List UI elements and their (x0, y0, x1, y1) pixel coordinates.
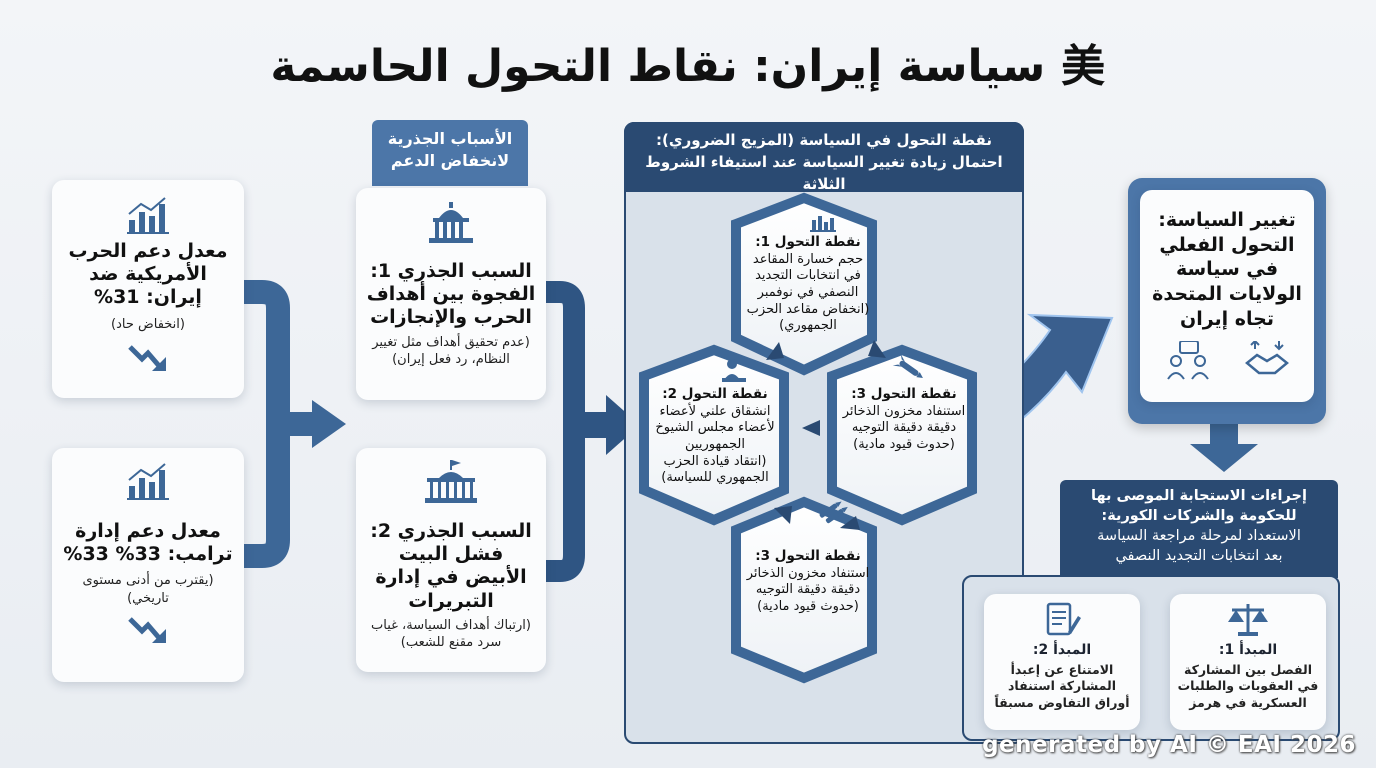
response-header-line2: للحكومة والشركات الكورية: (1101, 508, 1297, 524)
handshake-icon (1244, 341, 1289, 375)
scales-icon (1228, 604, 1268, 636)
middle-bracket (545, 281, 585, 582)
turning-header-line1: نقطة التحول في السياسة (المزيج الضروري): (656, 131, 992, 149)
arrow-to-response (1190, 444, 1258, 472)
cause-1-title: السبب الجذري 1: الفجوة بين أهداف الحرب و… (366, 260, 536, 329)
hex-top-note: (انخفاض مقاعد الحزب الجمهوري) (746, 301, 870, 334)
support-admin-title: معدل دعم إدارة ترامب: 33% 33% (63, 520, 233, 566)
hex-top-title: نقطة التحول 1: (755, 234, 861, 250)
support-war-note: (انخفاض حاد) (111, 316, 185, 332)
causes-header: الأسباب الجذرية لانخفاض الدعم (372, 120, 528, 186)
hex-right-title: نقطة التحول 3: (851, 386, 957, 402)
hexagon-cluster (639, 192, 977, 684)
hex-left-note: (انتقاد قيادة الحزب الجمهوري للسياسة) (661, 453, 769, 486)
bar-chart-icon (127, 197, 169, 234)
white-house-icon (425, 460, 477, 503)
link-arrow (774, 506, 792, 524)
page-title: 美 سياسة إيران: نقاط التحول الحاسمة (270, 41, 1106, 92)
hex-top-text: نقطة التحول 1: حجم خسارة المقاعد في انتخ… (744, 234, 872, 335)
people-discussion-icon (1166, 341, 1209, 381)
missile-icon (892, 353, 923, 379)
policy-change-card: تغيير السياسة: التحول الفعلي في سياسة ال… (1140, 190, 1314, 402)
principle-1-title: المبدأ 1: (1218, 642, 1278, 658)
hex-bottom-body: استنفاد مخزون الذخائر دقيقة دقيقة التوجي… (746, 565, 870, 598)
watermark: generated by AI © EAI 2026 (982, 732, 1356, 758)
trend-down-icon (128, 345, 166, 372)
bar-chart-icon (127, 463, 169, 500)
support-card-war: معدل دعم الحرب الأمريكية ضد إيران: 31% (… (52, 180, 244, 398)
link-arrow (802, 420, 820, 436)
principle-1-body: الفصل بين المشاركة في العقوبات والطلبات … (1177, 662, 1319, 710)
hex-bottom-text: نقطة التحول 3: استنفاد مخزون الذخائر دقي… (744, 548, 872, 616)
capitol-icon (429, 202, 473, 243)
left-bracket (240, 280, 290, 568)
hexagon-left (639, 344, 789, 526)
hex-bottom-title: نقطة التحول 3: (755, 548, 861, 564)
cause-2-title: السبب الجذري 2: فشل البيت الأبيض في إدار… (370, 520, 532, 612)
arrow-to-turning (606, 395, 640, 455)
cause-card-1: السبب الجذري 1: الفجوة بين أهداف الحرب و… (356, 188, 546, 400)
hex-right-text: نقطة التحول 3: استنفاد مخزون الذخائر دقي… (840, 386, 968, 454)
document-pen-icon (1046, 602, 1081, 636)
response-header-line1: إجراءات الاستجابة الموصى بها (1091, 488, 1307, 504)
hex-right-note: (حدوث قيود مادية) (853, 436, 955, 452)
hex-left-text: نقطة التحول 2: انشقاق علني لأعضاء لأعضاء… (650, 386, 780, 487)
hex-top-body: حجم خسارة المقاعد في انتخابات التجديد ال… (752, 251, 864, 300)
support-war-title: معدل دعم الحرب الأمريكية ضد إيران: 31% (68, 240, 228, 309)
hex-left-title: نقطة التحول 2: (662, 386, 768, 402)
cause-card-2: السبب الجذري 2: فشل البيت الأبيض في إدار… (356, 448, 546, 672)
response-header-line4: بعد انتخابات التجديد النصفي (1115, 548, 1283, 564)
response-header-line3: الاستعداد لمرحلة مراجعة السياسة (1097, 528, 1301, 544)
principle-2-title: المبدأ 2: (1032, 642, 1092, 658)
senator-icon (722, 359, 746, 382)
principle-card-2: المبدأ 2: الامتناع عن إعبدأ المشاركة است… (984, 594, 1140, 730)
cause-1-note: (عدم تحقيق أهداف مثل تغيير النظام، رد فع… (372, 334, 530, 368)
hexagon-right (827, 344, 977, 526)
link-arrow (766, 342, 784, 360)
support-admin-note: (يقترب من أدنى مستوى تاريخي) (82, 573, 214, 606)
principle-2-body: الامتناع عن إعبدأ المشاركة استنفاد أوراق… (994, 662, 1130, 710)
hex-right-body: استنفاد مخزون الذخائر دقيقة دقيقة التوجي… (842, 403, 966, 436)
hex-bottom-note: (حدوث قيود مادية) (757, 598, 859, 614)
policy-change-title: تغيير السياسة: التحول الفعلي في سياسة ال… (1152, 209, 1302, 330)
link-arrow (868, 340, 886, 358)
support-card-admin: معدل دعم إدارة ترامب: 33% 33% (يقترب من … (52, 448, 244, 682)
bar-chart-small-icon (810, 216, 836, 232)
hex-left-body: انشقاق علني لأعضاء لأعضاء مجلس الشيوخ ال… (655, 403, 775, 452)
trend-down-icon (128, 617, 166, 644)
response-header: إجراءات الاستجابة الموصى بها للحكومة وال… (1060, 480, 1338, 578)
turning-header: نقطة التحول في السياسة (المزيج الضروري):… (624, 122, 1024, 193)
link-arrow (840, 516, 860, 530)
missiles-icon (819, 501, 848, 524)
cause-2-note: (ارتباك أهداف السياسة، غياب سرد مقنع للش… (371, 617, 531, 651)
turning-header-line2: احتمال زيادة تغيير السياسة عند استيفاء ا… (645, 152, 1003, 193)
hexagon-top (731, 192, 877, 376)
principle-card-1: المبدأ 1: الفصل بين المشاركة في العقوبات… (1170, 594, 1326, 730)
hexagon-bottom (731, 496, 877, 684)
